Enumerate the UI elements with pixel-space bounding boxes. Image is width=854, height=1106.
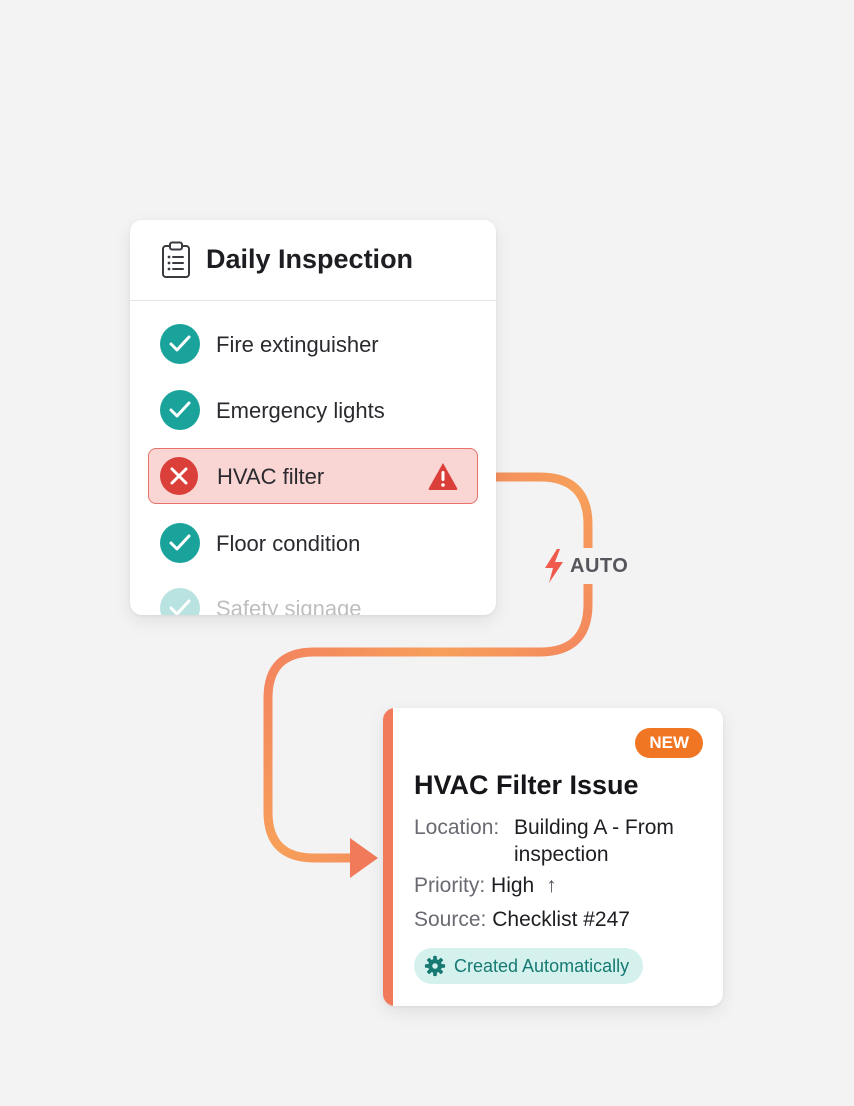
check-circle-icon <box>160 588 200 615</box>
checklist-item-label: Floor condition <box>216 531 361 556</box>
checklist-title: Daily Inspection <box>206 244 414 274</box>
check-circle-icon <box>160 523 200 563</box>
checklist-item-fire-extinguisher[interactable]: Fire extinguisher <box>160 322 480 366</box>
checklist-item-hvac-filter[interactable]: HVAC filter <box>148 448 478 504</box>
checklist-item-label: Fire extinguisher <box>216 332 379 357</box>
checklist-item-floor-condition[interactable]: Floor condition <box>160 521 480 565</box>
ticket-accent-bar <box>383 708 393 1006</box>
auto-text: AUTO <box>570 554 629 577</box>
location-key: Location: <box>414 816 500 839</box>
checklist-item-label: Safety signage <box>216 596 362 615</box>
source-value: Checklist #247 <box>492 908 630 931</box>
checklist-header: Daily Inspection <box>130 220 496 301</box>
priority-key: Priority: <box>414 874 486 897</box>
arrow-head <box>350 838 378 878</box>
arrow-up-icon: ↑ <box>546 874 557 897</box>
checklist-item-safety-signage[interactable]: Safety signage <box>160 586 480 615</box>
checklist-item-label: HVAC filter <box>217 464 325 489</box>
source-field: Source: Checklist #247 <box>414 908 630 932</box>
warning-icon <box>428 463 458 490</box>
checklist-item-emergency-lights[interactable]: Emergency lights <box>160 388 480 432</box>
created-automatically-chip: Created Automatically <box>414 948 644 984</box>
new-badge: NEW <box>635 728 703 758</box>
ticket-card[interactable]: NEW HVAC Filter Issue Location: Building… <box>383 708 723 1006</box>
gear-icon <box>424 955 446 977</box>
check-circle-icon <box>160 390 200 430</box>
location-value: Building A - From inspection <box>514 816 674 866</box>
priority-field: Priority: High ↑ <box>414 874 557 898</box>
check-circle-icon <box>160 324 200 364</box>
created-automatically-text: Created Automatically <box>454 955 630 976</box>
source-key: Source: <box>414 908 487 931</box>
priority-value: High <box>491 874 535 897</box>
ticket-title: HVAC Filter Issue <box>414 770 639 800</box>
x-circle-icon <box>160 457 198 495</box>
daily-inspection-card: Daily Inspection Fire extinguisher Emerg… <box>130 220 496 615</box>
auto-label: AUTO <box>538 548 633 584</box>
lightning-bolt-icon <box>545 549 563 583</box>
checklist-item-label: Emergency lights <box>216 398 385 423</box>
clipboard-icon <box>162 241 190 278</box>
